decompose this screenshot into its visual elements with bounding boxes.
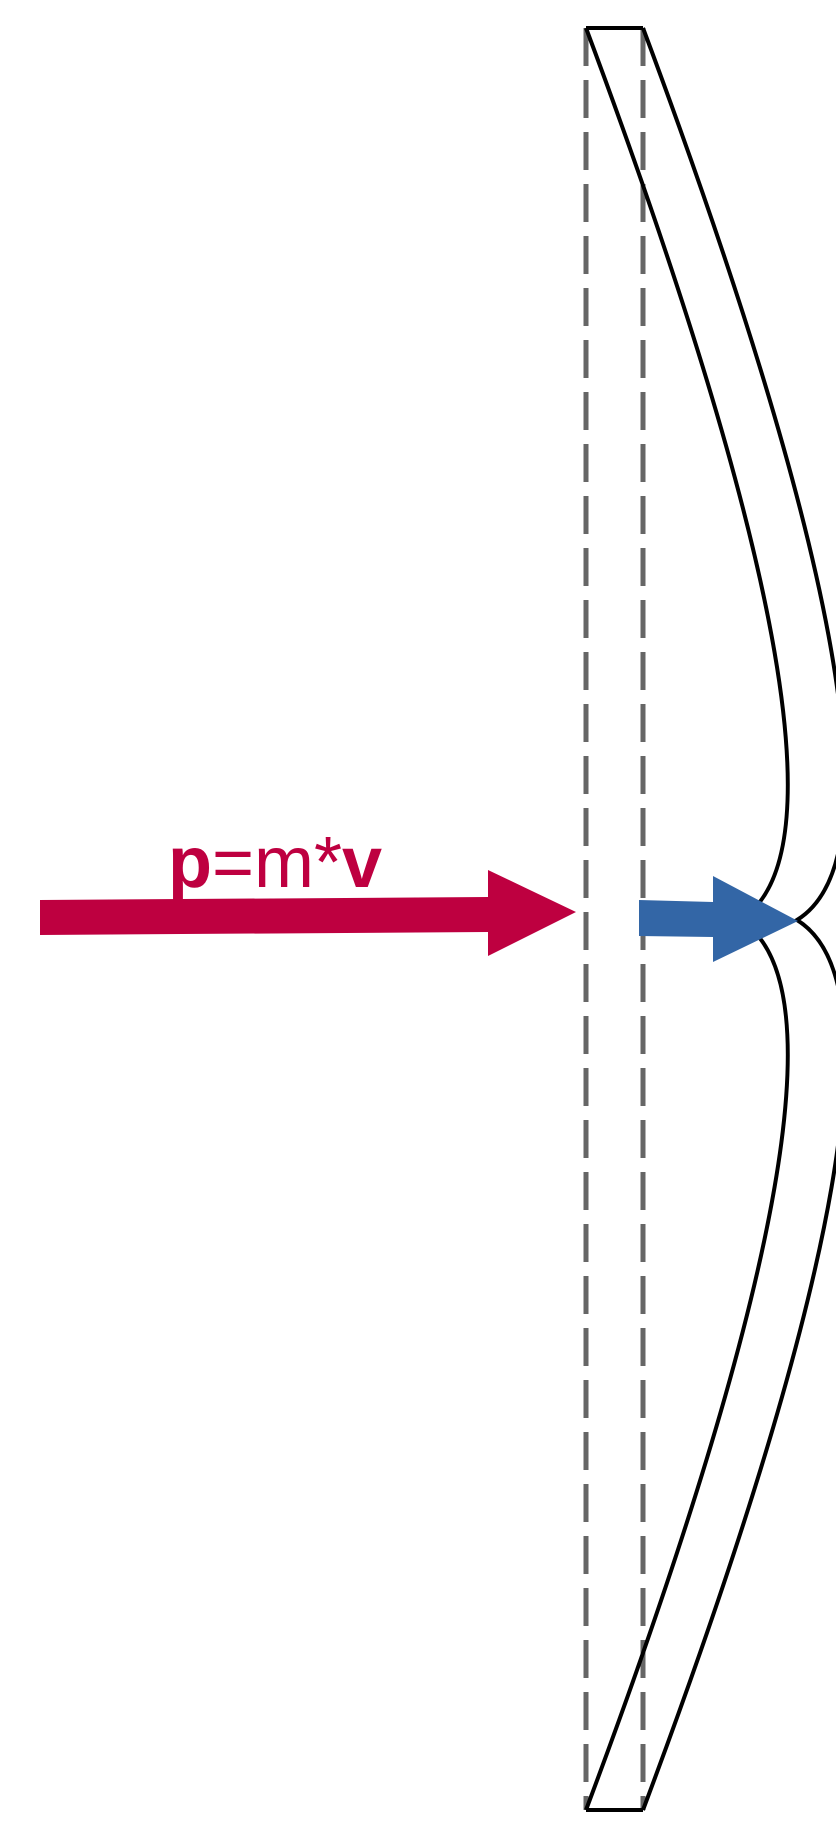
formula-v: v bbox=[342, 823, 382, 903]
formula-rest: =m* bbox=[212, 823, 342, 903]
formula-p: p bbox=[168, 823, 212, 903]
original-plate bbox=[583, 28, 646, 1810]
transmitted-momentum-arrow bbox=[639, 876, 798, 962]
momentum-formula-label: p=m*v bbox=[168, 823, 382, 903]
incoming-momentum-arrow bbox=[40, 870, 576, 956]
deformed-plate-outer-curve bbox=[641, 27, 836, 1811]
